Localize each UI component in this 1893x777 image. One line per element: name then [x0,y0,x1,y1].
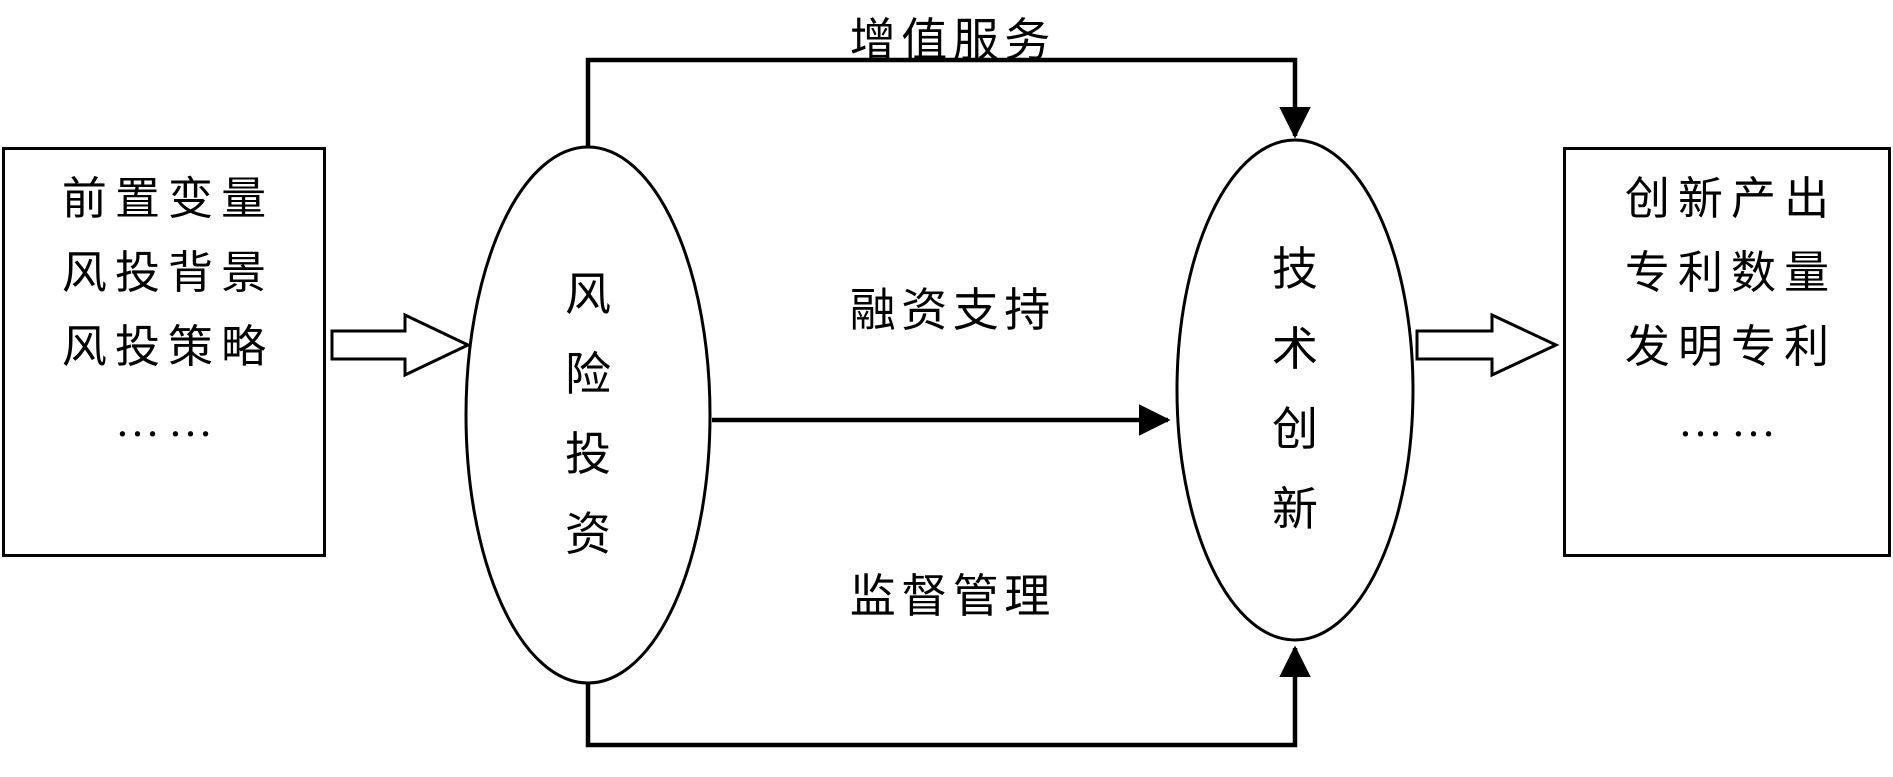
bottom-connector-line [585,645,1311,748]
left-box-ellipsis: …… [114,396,222,446]
venture-capital-label: 风险投资 [565,269,611,560]
innovation-output-box: 创新产出 专利数量 发明专利 …… [1563,147,1891,557]
right-box-ellipsis: …… [1677,396,1785,446]
left-box-line-3: 风投策略 [61,322,275,372]
right-hollow-arrow [1415,312,1560,378]
left-box-line-2: 风投背景 [61,248,275,298]
left-box-line-1: 前置变量 [61,174,275,224]
right-box-line-2: 专利数量 [1624,248,1838,298]
top-connector-line [585,57,1311,147]
supervision-management-label: 监督管理 [849,571,1056,622]
venture-capital-ellipse [464,145,712,685]
value-added-services-label: 增值服务 [849,15,1056,66]
tech-innovation-ellipse [1175,138,1415,642]
left-hollow-arrow [330,312,472,378]
financing-support-label: 融资支持 [849,285,1056,336]
right-box-line-3: 发明专利 [1624,322,1838,372]
right-box-line-1: 创新产出 [1624,174,1838,224]
tech-innovation-label: 技术创新 [1272,244,1318,535]
antecedent-variables-box: 前置变量 风投背景 风投策略 …… [2,147,326,557]
